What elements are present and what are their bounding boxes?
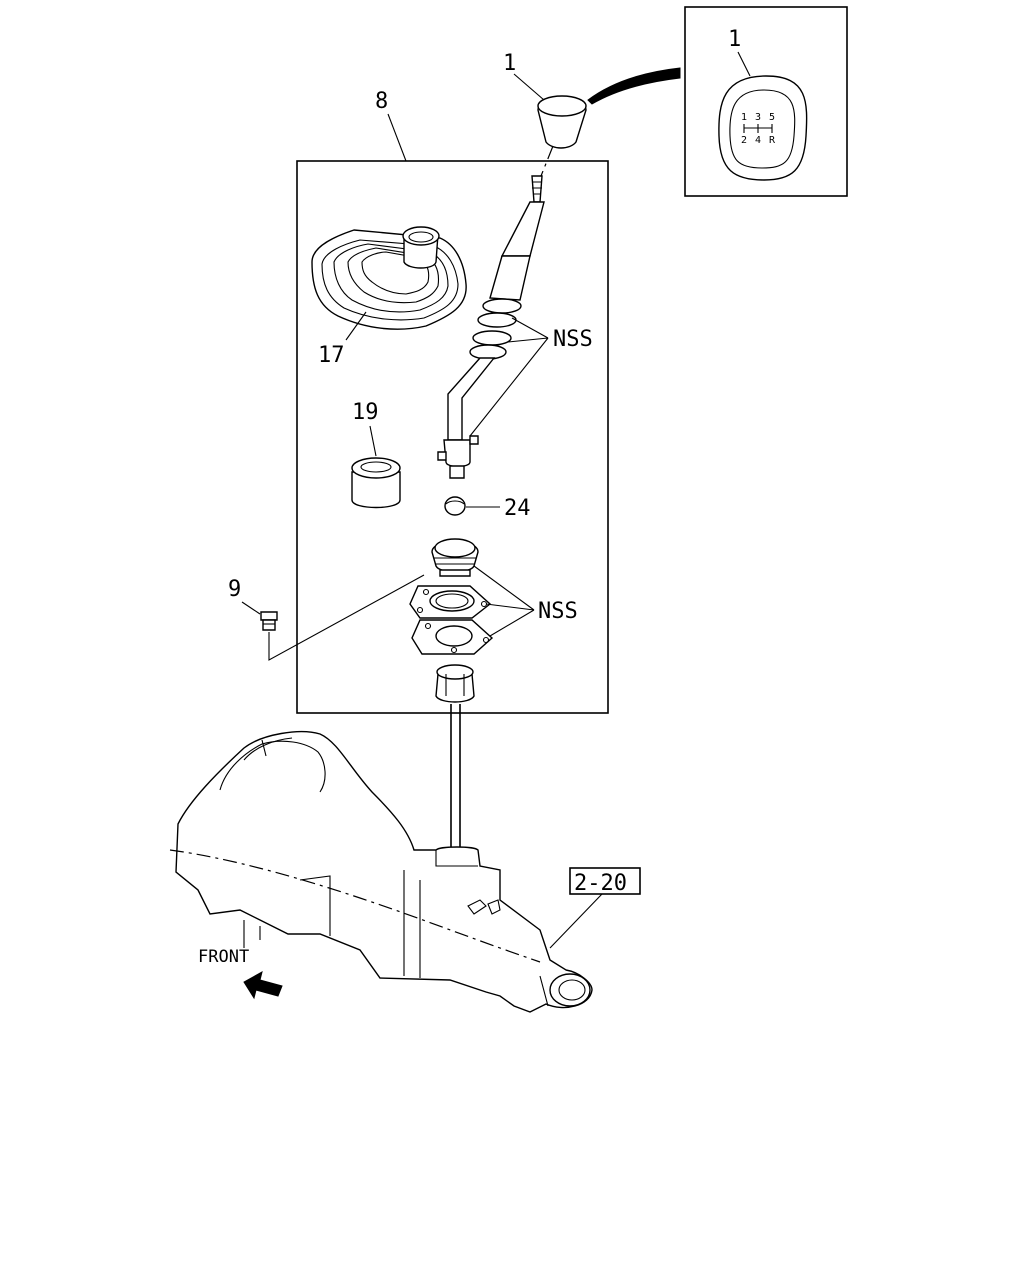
lower-gasket bbox=[411, 619, 494, 655]
gear-5: 5 bbox=[769, 112, 775, 123]
gear-2: 2 bbox=[741, 135, 747, 146]
lever-housing bbox=[431, 538, 479, 577]
shift-pattern: 1 3 5 2 4 R bbox=[741, 112, 776, 146]
gear-r: R bbox=[769, 135, 776, 146]
transmission bbox=[169, 731, 593, 1013]
nss-upper-callout: NSS bbox=[553, 327, 593, 352]
detail-pointer-arrow bbox=[587, 67, 681, 105]
reference-box bbox=[569, 867, 641, 895]
shift-knob bbox=[537, 95, 587, 149]
shift-lever bbox=[437, 175, 545, 479]
bushing-callout: 19 bbox=[352, 400, 379, 425]
reference-page-label: 2-20 bbox=[574, 871, 627, 896]
lever-assembly-callout: 8 bbox=[375, 89, 388, 114]
front-arrow-icon bbox=[243, 971, 283, 1000]
bolt bbox=[260, 611, 278, 631]
lever-assembly-frame bbox=[296, 160, 609, 714]
bolt-callout: 9 bbox=[228, 577, 241, 602]
bushing bbox=[351, 457, 401, 509]
detail-knob-callout: 1 bbox=[728, 27, 741, 52]
boot-callout: 17 bbox=[318, 343, 345, 368]
knob-detail-inset: 1 1 3 5 2 4 R bbox=[684, 6, 848, 197]
front-direction-label: FRONT bbox=[198, 947, 249, 967]
nss-lower-callout: NSS bbox=[538, 599, 578, 624]
gear-3: 3 bbox=[755, 112, 761, 123]
shift-boot bbox=[311, 226, 467, 330]
upper-gasket bbox=[409, 585, 492, 619]
gear-1: 1 bbox=[741, 112, 747, 123]
ball-seat-callout: 24 bbox=[504, 496, 531, 521]
lever-retainer bbox=[435, 664, 475, 703]
knob-callout: 1 bbox=[503, 51, 516, 76]
gear-4: 4 bbox=[755, 135, 761, 146]
ball-seat bbox=[444, 496, 466, 516]
